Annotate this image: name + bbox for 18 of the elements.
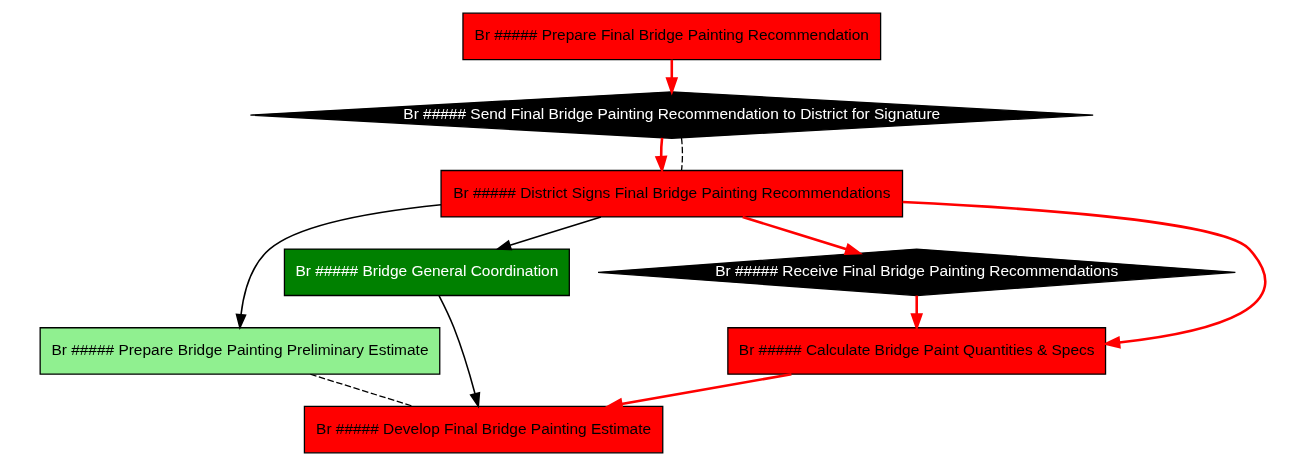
connector: [309, 373, 414, 407]
arrow: [902, 200, 1267, 349]
arrow: [654, 137, 668, 174]
arrow: [235, 203, 442, 330]
arrow: [742, 215, 863, 255]
node-box: Br ##### Prepare Bridge Painting Preliminary Estimate: [39, 327, 441, 375]
arrow: [910, 295, 924, 332]
node-box: Br ##### District Signs Final Bridge Painting Recommendations: [440, 169, 904, 218]
node-diamond: Br ##### Send Final Bridge Painting Recommendation to District for Signature: [249, 91, 1094, 139]
connector: [680, 137, 684, 171]
node-box: Br ##### Calculate Bridge Paint Quantities & Specs: [727, 327, 1107, 375]
node-box: Br ##### Develop Final Bridge Painting Estimate: [303, 405, 664, 454]
arrow: [438, 295, 481, 409]
node-box: Br ##### Prepare Final Bridge Painting Recommendation: [462, 12, 882, 61]
node-diamond: Br ##### Receive Final Bridge Painting Recommendations: [597, 248, 1236, 297]
arrow: [665, 59, 679, 96]
node-box: Br ##### Bridge General Coordination: [283, 248, 570, 297]
arrow: [495, 216, 602, 251]
